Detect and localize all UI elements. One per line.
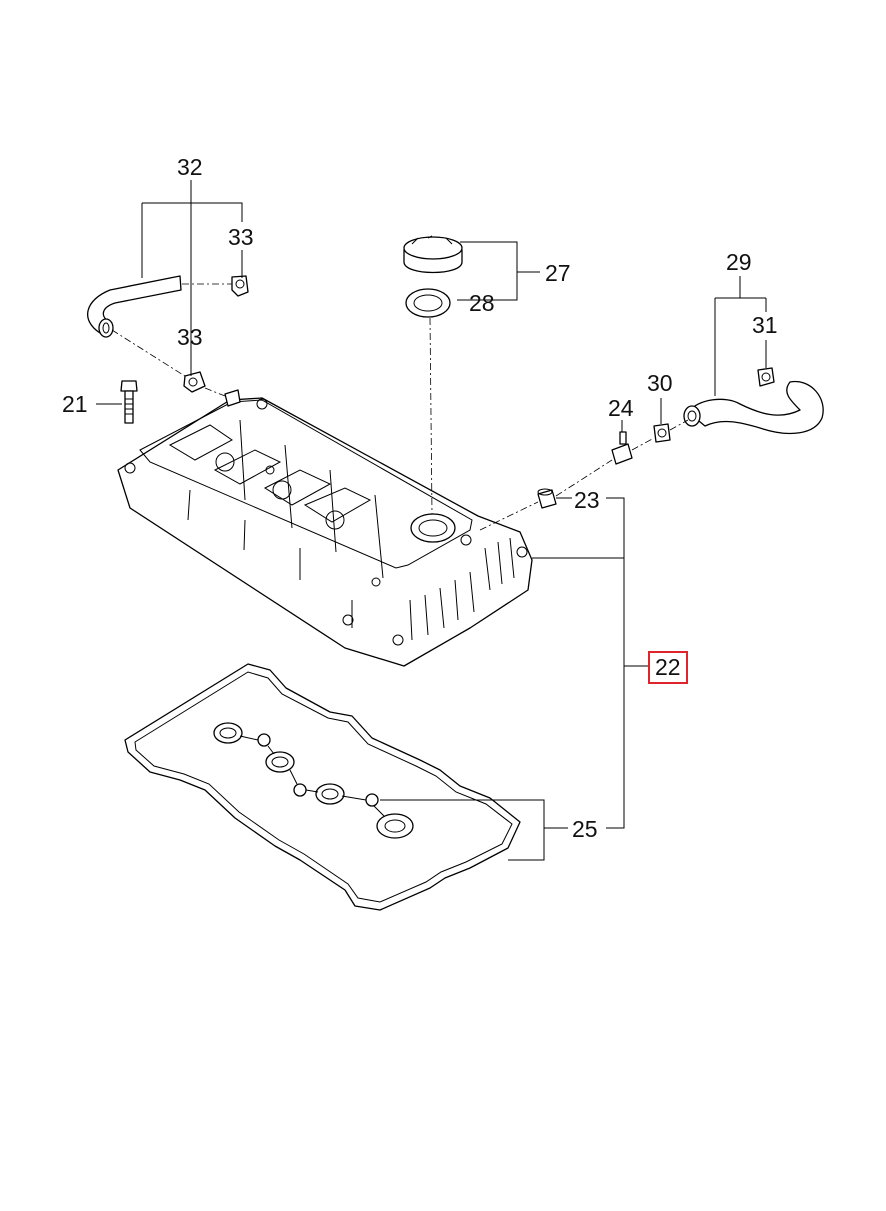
callout-23[interactable]: 23 [574, 487, 600, 513]
callout-27[interactable]: 27 [545, 260, 571, 286]
hose-clamp-33-lower[interactable] [183, 371, 206, 393]
callout-33-upper[interactable]: 33 [228, 224, 254, 250]
hose-clamp-31[interactable] [757, 367, 775, 387]
hose-clamp-33-upper[interactable] [231, 275, 249, 297]
bolt-21[interactable] [120, 380, 138, 424]
grommet-23[interactable] [537, 488, 557, 509]
pcv-hose-29[interactable] [683, 380, 824, 435]
callout-30[interactable]: 30 [647, 370, 673, 396]
callout-29[interactable]: 29 [726, 249, 752, 275]
spark-plug-tube-gaskets [213, 722, 414, 839]
cylinder-head-cover[interactable] [117, 389, 533, 667]
callout-28[interactable]: 28 [469, 290, 495, 316]
breather-hose-32[interactable] [87, 275, 182, 338]
o-ring-28[interactable] [405, 288, 451, 318]
callout-32[interactable]: 32 [177, 154, 203, 180]
callout-21[interactable]: 21 [62, 391, 88, 417]
pcv-valve-24[interactable] [611, 431, 633, 465]
leader-lines [96, 180, 767, 861]
callout-25[interactable]: 25 [572, 816, 598, 842]
callout-33-lower[interactable]: 33 [177, 324, 203, 350]
cover-gasket-25[interactable] [124, 663, 521, 911]
oil-filler-cap-27[interactable] [403, 235, 463, 274]
callout-22-highlighted[interactable]: 22 [648, 651, 688, 684]
callout-24[interactable]: 24 [608, 395, 634, 421]
callout-31[interactable]: 31 [752, 312, 778, 338]
hose-clamp-30[interactable] [653, 423, 671, 443]
